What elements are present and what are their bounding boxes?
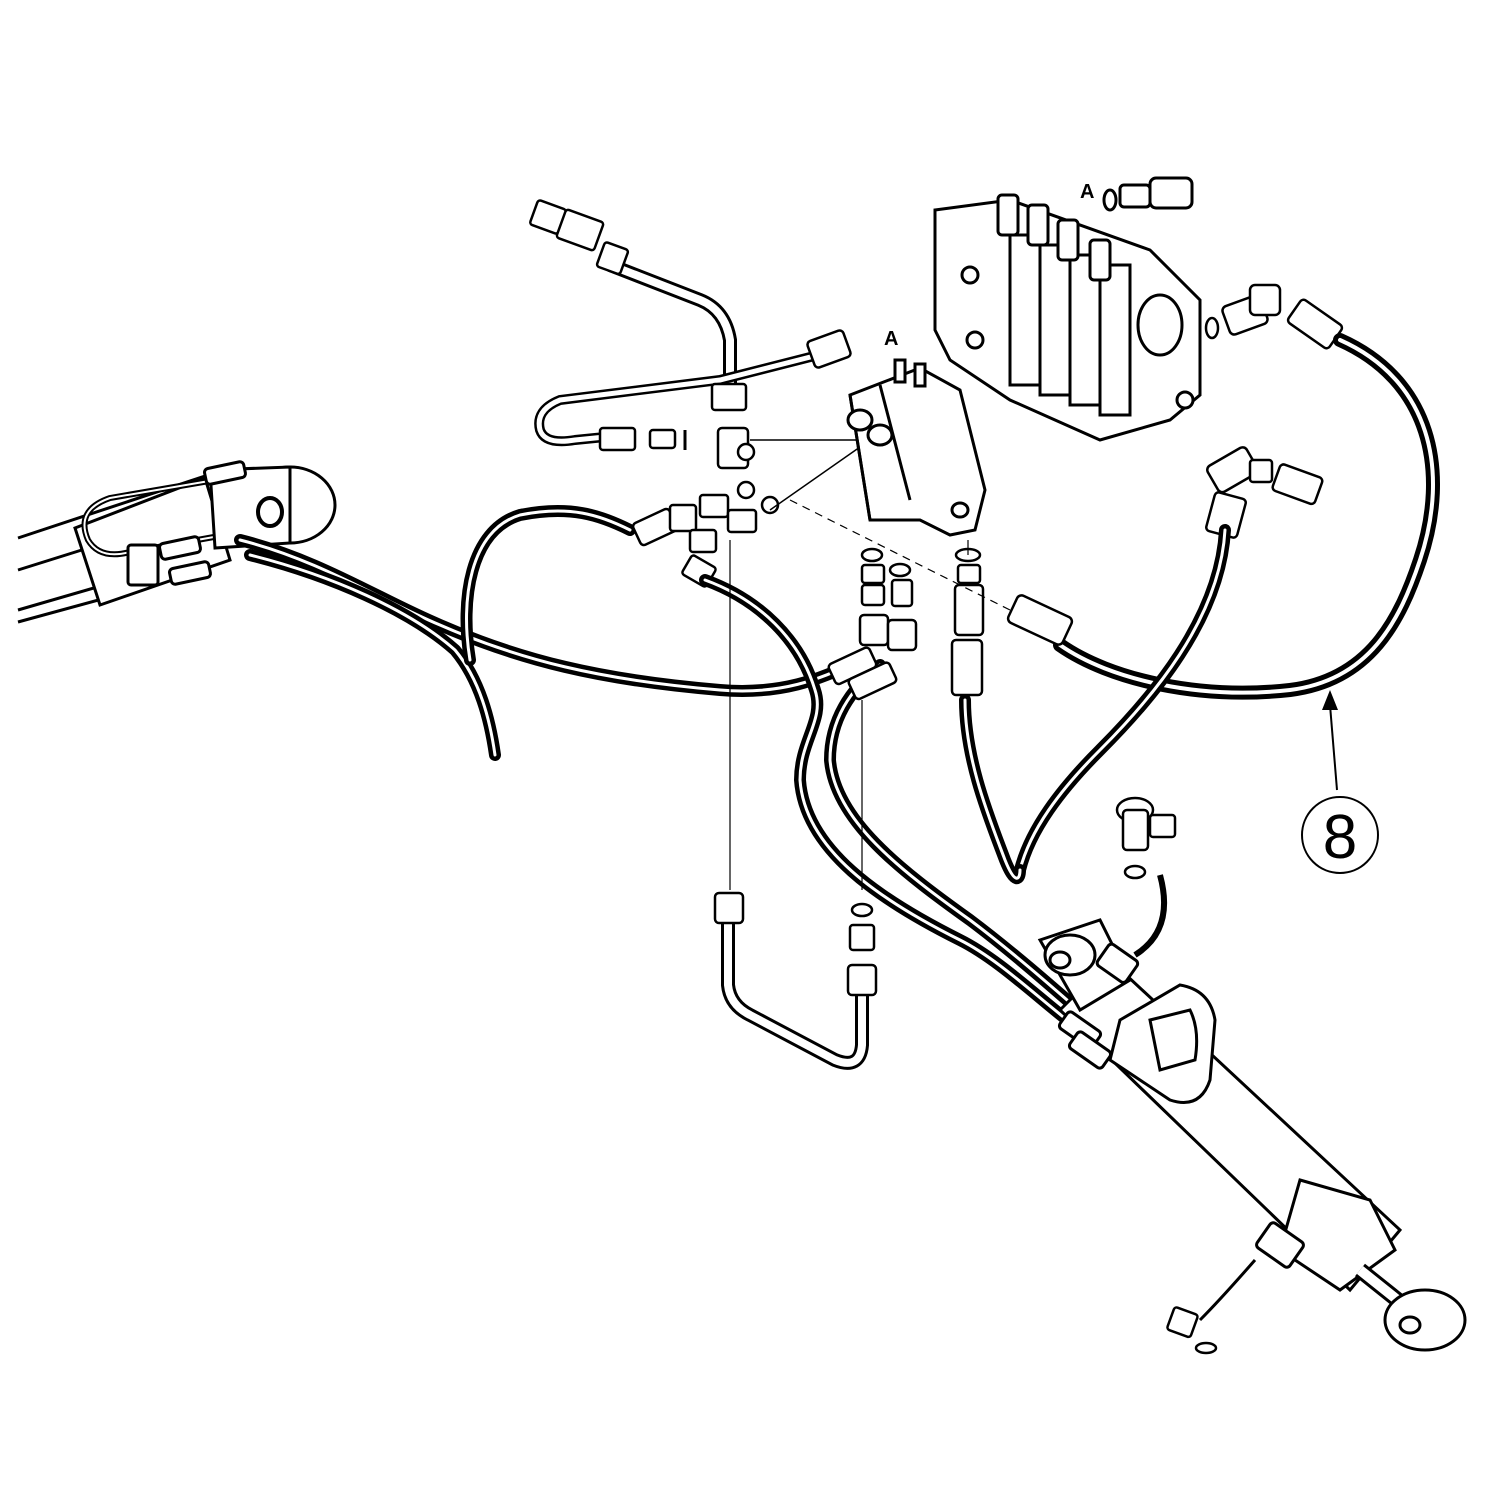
- hose-joint-fittings: [827, 646, 898, 701]
- control-valve-outlet-fittings: [1204, 283, 1344, 539]
- upper-pipe-fittings: [529, 199, 852, 452]
- callout-8-leader: [1329, 704, 1338, 791]
- assembly-guide-lines: [729, 499, 1011, 890]
- lower-pipe-fittings: [713, 891, 878, 997]
- callout-8-number: 8: [1323, 803, 1357, 872]
- swivel-valve-block: [846, 358, 987, 537]
- lower-elbow-fitting: [1115, 796, 1177, 880]
- lower-right-cylinder: [1037, 918, 1467, 1352]
- callout-8: 8: [1301, 690, 1379, 874]
- tee-fitting-group: [631, 426, 871, 588]
- callout-8-circle: [1301, 796, 1379, 874]
- left-boom-cylinder: [17, 460, 337, 624]
- grease-line: [1133, 874, 1168, 958]
- port-a-label-pipe: A: [884, 328, 898, 350]
- upper-rigid-pipes: [534, 258, 832, 447]
- center-v-hoses: [959, 524, 1231, 885]
- cylinder-bleed-fitting: [1166, 1259, 1257, 1355]
- lower-hoses: [699, 574, 1096, 1036]
- left-hoses: [234, 504, 866, 761]
- main-control-valve: [933, 176, 1202, 442]
- port-a-label-valve: A: [1080, 181, 1094, 203]
- hose-8-end-fitting: [1006, 594, 1074, 646]
- center-fittings-stack: [858, 547, 985, 697]
- lower-rigid-pipe: [721, 910, 869, 1070]
- callout-8-arrowhead: [1322, 690, 1338, 710]
